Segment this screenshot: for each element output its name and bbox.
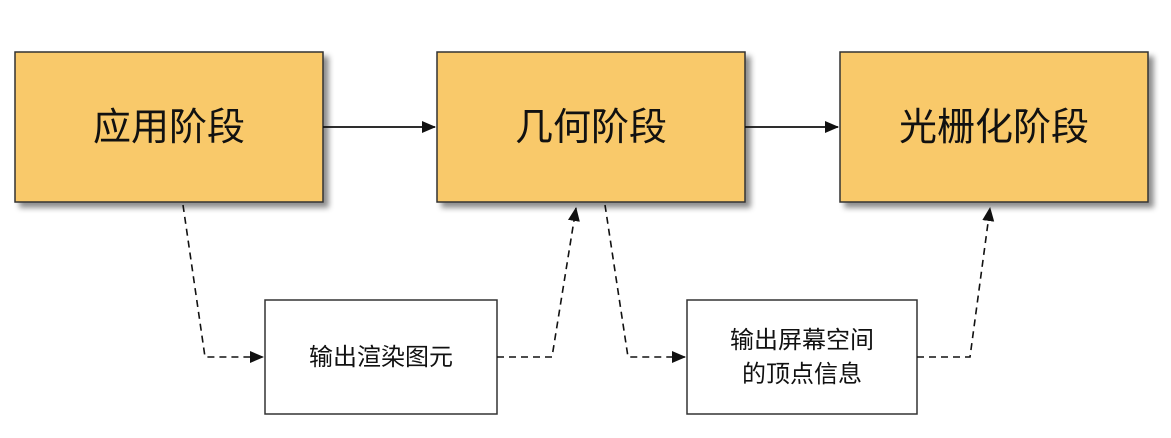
output-primitives-label: 输出渲染图元 (309, 343, 453, 371)
stage-application-label: 应用阶段 (93, 105, 245, 149)
stage-application-box (14, 51, 324, 203)
stage-geometry-box (436, 51, 746, 203)
stage-rasterization: 光栅化阶段 (839, 51, 1149, 203)
dashed-geometry-to-vertices (604, 204, 686, 363)
stage-geometry: 几何阶段 (436, 51, 746, 203)
output-screen-vertices-box (686, 299, 918, 415)
dashed-application-to-primitives (182, 204, 264, 363)
output-screen-vertices-line2: 的顶点信息 (742, 360, 862, 388)
output-screen-vertices-line1: 输出屏幕空间 (730, 326, 874, 354)
output-primitives: 输出渲染图元 (264, 299, 498, 415)
stage-application: 应用阶段 (14, 51, 324, 203)
stage-rasterization-box (839, 51, 1149, 203)
output-screen-vertices: 输出屏幕空间 的顶点信息 (686, 299, 918, 415)
output-primitives-box (264, 299, 498, 415)
stage-rasterization-label: 光栅化阶段 (899, 105, 1089, 149)
dashed-primitives-to-geometry (497, 207, 580, 358)
stage-geometry-label: 几何阶段 (515, 105, 667, 149)
dashed-vertices-to-rasterization (917, 207, 995, 358)
